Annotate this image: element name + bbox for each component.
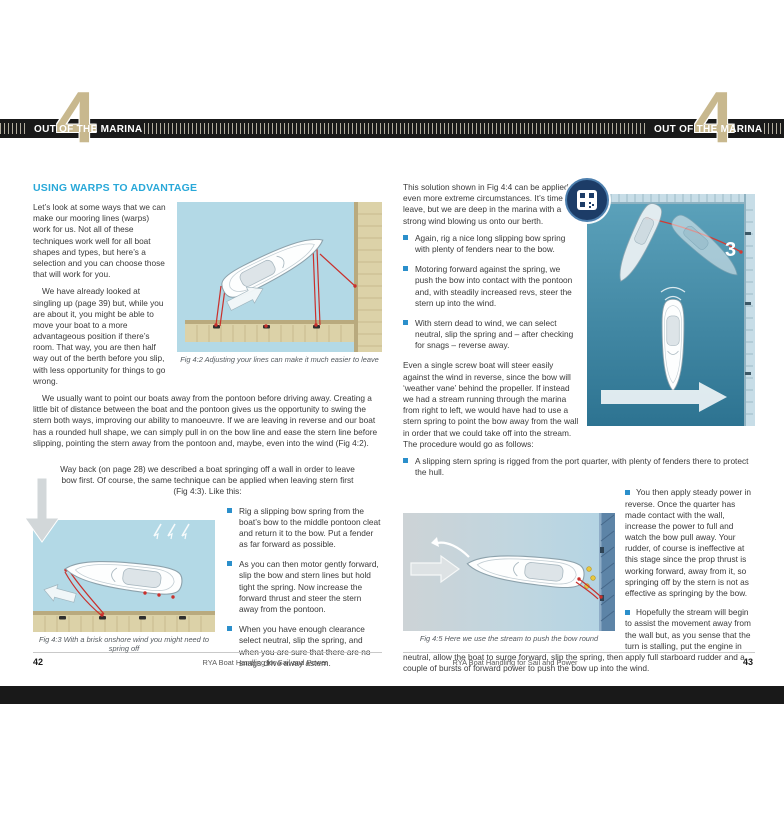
bullet-square-icon — [227, 507, 232, 513]
footer-book-title-left: RYA Boat Handling for Sail and Power — [202, 658, 328, 667]
fig-4-2-illustration — [177, 202, 382, 352]
footer-rule-right — [403, 652, 755, 653]
boat-position-3 — [661, 298, 685, 392]
bullet-item: When you have enough clearance select ne… — [227, 624, 382, 669]
bridge-paragraph: Way back (on page 28) we described a boa… — [60, 463, 355, 497]
fig-4-5-illustration — [403, 513, 615, 632]
bullet-text: Hopefully the stream will begin to assis… — [403, 607, 751, 674]
bullet-square-icon — [403, 266, 408, 272]
figure-4-2: Fig 4:2 Adjusting your lines can make it… — [177, 202, 382, 364]
pontoon-right — [744, 194, 755, 426]
bullet-square-icon — [227, 626, 232, 632]
figure-4-3: Fig 4:3 With a brisk onshore wind you mi… — [33, 519, 215, 678]
paragraph: We have already looked at singling up (p… — [33, 286, 166, 386]
pontoon-horizontal — [33, 610, 215, 632]
position-number-label: 3 — [725, 239, 736, 261]
bullet-square-icon — [403, 457, 408, 463]
flow-down-arrow-icon — [25, 477, 59, 544]
qr-code-icon — [577, 190, 597, 210]
bullet-item: Again, rig a nice long slipping bow spri… — [403, 233, 755, 255]
pontoon-vertical — [354, 202, 382, 352]
cleat-dots — [214, 284, 357, 328]
bullet-text: Again, rig a nice long slipping bow spri… — [415, 232, 566, 254]
figure-4-4: 3 — [565, 178, 755, 426]
bullet-square-icon — [403, 234, 408, 240]
bullet-text: A slipping stern spring is rigged from t… — [415, 455, 749, 478]
bullet-item: A slipping stern spring is rigged from t… — [403, 456, 755, 478]
bullet-text: Rig a slipping bow spring from the boat’… — [239, 505, 381, 550]
wake-marks — [660, 286, 686, 301]
paragraph: Even a single screw boat will steer easi… — [403, 360, 579, 449]
pontoon-horizontal — [185, 320, 354, 342]
bullet-item: Rig a slipping bow spring from the boat’… — [227, 506, 382, 551]
bullet-text: You then apply steady power in reverse. … — [625, 487, 752, 598]
page-right: 3 This solution shown in Fig 4:4 can be … — [403, 162, 755, 682]
pontoon-top — [587, 194, 755, 204]
chapter-number-left: 4 — [56, 78, 97, 158]
fig-4-4-illustration: 3 — [587, 194, 755, 426]
warp-lines — [575, 578, 602, 600]
bullet-item: You then apply steady power in reverse. … — [403, 487, 755, 599]
fender-dots — [143, 590, 175, 599]
bullet-list: Rig a slipping bow spring from the boat’… — [227, 504, 382, 678]
reverse-away-arrow-icon — [601, 382, 727, 412]
warp-lines — [215, 245, 356, 327]
spring-off-arrow-icon — [43, 583, 77, 603]
boat-illustration — [64, 560, 183, 595]
chapter-title-left: OUT OF THE MARINA — [34, 124, 143, 135]
page-number-right: 43 — [742, 657, 753, 667]
bullet-item: Hopefully the stream will begin to assis… — [403, 607, 755, 674]
fig-4-5-caption: Fig 4:5 Here we use the stream to push t… — [419, 634, 599, 644]
harbour-wall — [599, 513, 615, 632]
footer-rule-left — [33, 652, 382, 653]
bullet-text: When you have enough clearance select ne… — [239, 624, 370, 668]
fig-4-3-caption: Fig 4:3 With a brisk onshore wind you mi… — [38, 634, 209, 653]
bullet-square-icon — [403, 319, 408, 325]
scan-badge-icon — [565, 178, 609, 222]
page-left: USING WARPS TO ADVANTAGE — [25, 162, 382, 678]
chapter-number-right: 4 — [694, 78, 735, 158]
bullet-item: As you can then motor gently forward, sl… — [227, 559, 382, 615]
boat-illustration — [466, 555, 585, 589]
fig-4-3-illustration — [33, 519, 215, 632]
figure-4-5: Fig 4:5 Here we use the stream to push t… — [403, 513, 615, 643]
footer-bar — [0, 686, 784, 704]
chapter-title-background-left — [26, 119, 144, 138]
bullet-square-icon — [625, 490, 630, 496]
stream-arrow-icon — [410, 555, 461, 584]
bow-swing-arrow-icon — [431, 537, 470, 559]
chapter-header-bar — [0, 119, 784, 138]
bullet-text: With stern dead to wind, we can select n… — [415, 317, 574, 351]
bullet-square-icon — [625, 610, 630, 616]
bullet-text: As you can then motor gently forward, sl… — [239, 559, 379, 614]
boat-position-2 — [671, 214, 738, 276]
boat-illustration — [221, 238, 324, 298]
bullet-text: Motoring forward against the spring, we … — [415, 264, 573, 308]
paragraph: We usually want to point our boats away … — [33, 393, 378, 448]
chapter-title-right: OUT OF THE MARINA — [654, 124, 763, 135]
wind-arrows-icon — [153, 523, 190, 539]
bullet-item: With stern dead to wind, we can select n… — [403, 318, 755, 352]
footer-book-title-right: RYA Boat Handling for Sail and Power — [452, 658, 578, 667]
departure-arrow-icon — [226, 286, 264, 311]
bullet-item: Motoring forward against the spring, we … — [403, 264, 755, 309]
bullet-square-icon — [227, 561, 232, 567]
page-number-left: 42 — [33, 657, 44, 667]
chapter-title-background-right — [646, 119, 764, 138]
paragraph: This solution shown in Fig 4:4 can be ap… — [403, 182, 578, 226]
section-heading: USING WARPS TO ADVANTAGE — [33, 182, 198, 194]
fig-4-2-caption: Fig 4:2 Adjusting your lines can make it… — [180, 355, 379, 364]
boat-position-1 — [619, 203, 663, 282]
paragraph: Let’s look at some ways that we can make… — [33, 202, 166, 280]
header-tick-pattern — [0, 123, 784, 134]
